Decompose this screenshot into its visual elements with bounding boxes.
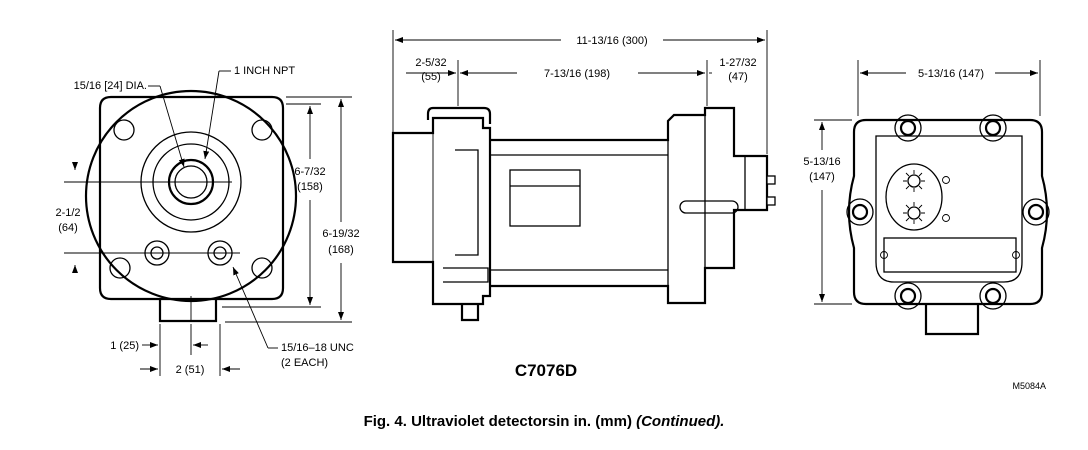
dim-158-value: 6-7/32 [294, 166, 325, 178]
dim-51-label: 2 (51) [176, 364, 205, 376]
seg1-value: 2-5/32 [415, 57, 446, 69]
dim-168-mm: (168) [328, 244, 354, 256]
seg3-value: 1-27/32 [719, 57, 756, 69]
right-front-view [814, 60, 1050, 336]
overall-length-label: 11-13/16 (300) [576, 35, 647, 47]
left-view-labels: 15/16 [24] DIA. 1 INCH NPT 6-7/32 (158) … [55, 65, 359, 376]
width-label: 5-13/16 (147) [918, 68, 984, 80]
dim-158-mm: (158) [297, 181, 323, 193]
middle-side-view [391, 30, 776, 322]
unc-label: 15/16–18 UNC [281, 342, 354, 354]
caption-continued: (Continued). [636, 413, 725, 430]
dim-64-value: 2-1/2 [55, 207, 80, 219]
unc-each-label: (2 EACH) [281, 357, 328, 369]
seg3-mm: (47) [728, 71, 748, 83]
npt-label: 1 INCH NPT [234, 65, 295, 77]
model-number: C7076D [515, 361, 577, 380]
seg2-label: 7-13/16 (198) [544, 68, 610, 80]
figure-caption: Fig. 4. Ultraviolet detectorsin in. (mm)… [0, 413, 1088, 430]
right-view-labels: 5-13/16 (147) 5-13/16 (147) M5084A [803, 68, 1046, 391]
height-value: 5-13/16 [803, 156, 840, 168]
dim-25-label: 1 (25) [110, 340, 139, 352]
drawing-reference: M5084A [1012, 381, 1046, 391]
dim-168-value: 6-19/32 [322, 228, 359, 240]
dia-label: 15/16 [24] DIA. [74, 80, 147, 92]
height-mm: (147) [809, 171, 835, 183]
dim-64-mm: (64) [58, 222, 78, 234]
left-end-view [64, 70, 352, 376]
seg1-mm: (55) [421, 71, 441, 83]
middle-view-labels: 11-13/16 (300) 2-5/32 (55) 7-13/16 (198)… [415, 35, 756, 380]
caption-text: Fig. 4. Ultraviolet detectorsin in. (mm) [363, 413, 632, 430]
